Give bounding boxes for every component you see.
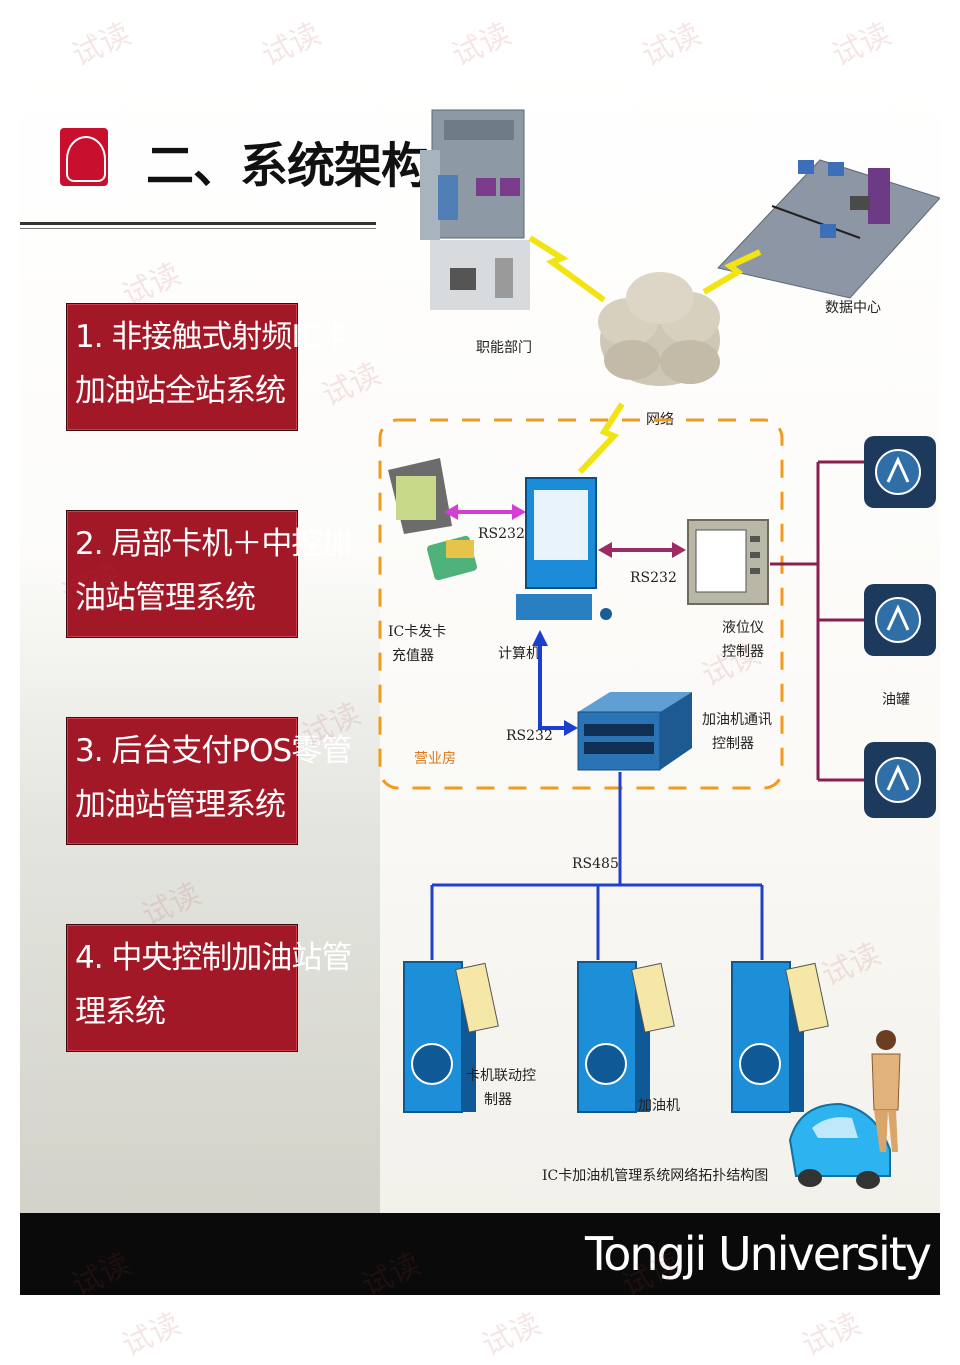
- data-center-icon: [717, 159, 940, 299]
- rs232-label-card: RS232: [478, 526, 525, 542]
- office-building-icon: [420, 109, 530, 310]
- left-decorative-background: [20, 560, 380, 1220]
- system-item-3-line1: 3. 后台支付POS零管: [75, 733, 352, 769]
- system-item-2: 2. 局部卡机＋中控加 油站管理系统: [66, 510, 352, 638]
- system-item-4: 4. 中央控制加油站管 理系统: [66, 924, 352, 1052]
- business-room-label: 营业房: [414, 751, 456, 767]
- oil-tank-icon: [864, 742, 936, 818]
- level-controller-icon: [687, 519, 769, 605]
- rs232-label-level: RS232: [630, 570, 677, 586]
- lightning-link-datacenter: [702, 249, 762, 295]
- comm-label-1: 加油机通讯: [702, 712, 772, 728]
- person-icon: [871, 1030, 901, 1152]
- ic-card-terminal-icon: [388, 458, 478, 581]
- lightning-link-dept: [528, 235, 606, 303]
- business-room-frame: [378, 418, 784, 790]
- title-divider: [20, 222, 376, 225]
- ic-card-label-2: 充值器: [392, 648, 434, 664]
- slide-title: 二、系统架构: [146, 138, 429, 194]
- title-divider-thin: [20, 228, 376, 229]
- system-item-1-line2: 加油站全站系统: [75, 373, 286, 409]
- rs232-label-comm: RS232: [506, 728, 553, 744]
- fuel-dispenser-icon: [731, 961, 829, 1113]
- network-cloud-icon: [598, 272, 720, 386]
- fuel-dispenser-icon: [577, 961, 675, 1113]
- comm-controller-icon: [577, 692, 692, 771]
- system-item-4-line1: 4. 中央控制加油站管: [75, 940, 352, 976]
- watermark-text: 试读: [796, 1306, 867, 1364]
- footer-bar: Tongji University: [20, 1213, 940, 1295]
- oil-tank-icon: [864, 436, 936, 508]
- watermark-text: 试读: [116, 1306, 187, 1364]
- dept-label: 职能部门: [476, 340, 532, 356]
- system-item-3-line2: 加油站管理系统: [75, 787, 286, 823]
- lightning-link-computer: [577, 402, 625, 475]
- card-ctrl-label-1: 卡机联动控: [466, 1068, 536, 1084]
- oil-tank-icon: [864, 584, 936, 656]
- dispenser-label: 加油机: [638, 1098, 680, 1114]
- system-item-3: 3. 后台支付POS零管 加油站管理系统: [66, 717, 352, 845]
- system-item-4-line2: 理系统: [75, 994, 166, 1030]
- diagram-caption: IC卡加油机管理系统网络拓扑结构图: [542, 1168, 768, 1184]
- system-item-2-line1: 2. 局部卡机＋中控加: [75, 526, 352, 562]
- datacenter-label: 数据中心: [825, 300, 881, 316]
- comm-label-2: 控制器: [712, 736, 754, 752]
- rs232-link-comm: [538, 640, 570, 730]
- system-item-1: 1. 非接触式射频IC卡 加油站全站系统: [66, 303, 351, 431]
- watermark-text: 试读: [476, 1306, 547, 1364]
- system-item-1-line1: 1. 非接触式射频IC卡: [75, 319, 351, 355]
- rs485-label: RS485: [572, 856, 619, 872]
- level-label-2: 控制器: [722, 644, 764, 660]
- tank-label: 油罐: [882, 692, 910, 708]
- system-item-2-line2: 油站管理系统: [75, 580, 256, 616]
- university-logo: [60, 128, 108, 186]
- ic-card-label-1: IC卡发卡: [388, 624, 446, 640]
- network-topology-diagram: 职能部门 数据中心 网络 营业房 IC卡发卡 充值器 RS232: [378, 109, 940, 1189]
- level-label-1: 液位仪: [722, 620, 764, 636]
- card-ctrl-label-2: 制器: [484, 1092, 512, 1108]
- fuel-dispenser-icon: [403, 961, 499, 1113]
- car-icon: [788, 1102, 891, 1189]
- computer-icon: [516, 477, 612, 620]
- computer-label: 计算机: [498, 646, 540, 662]
- footer-university-name: Tongji University: [584, 1227, 932, 1281]
